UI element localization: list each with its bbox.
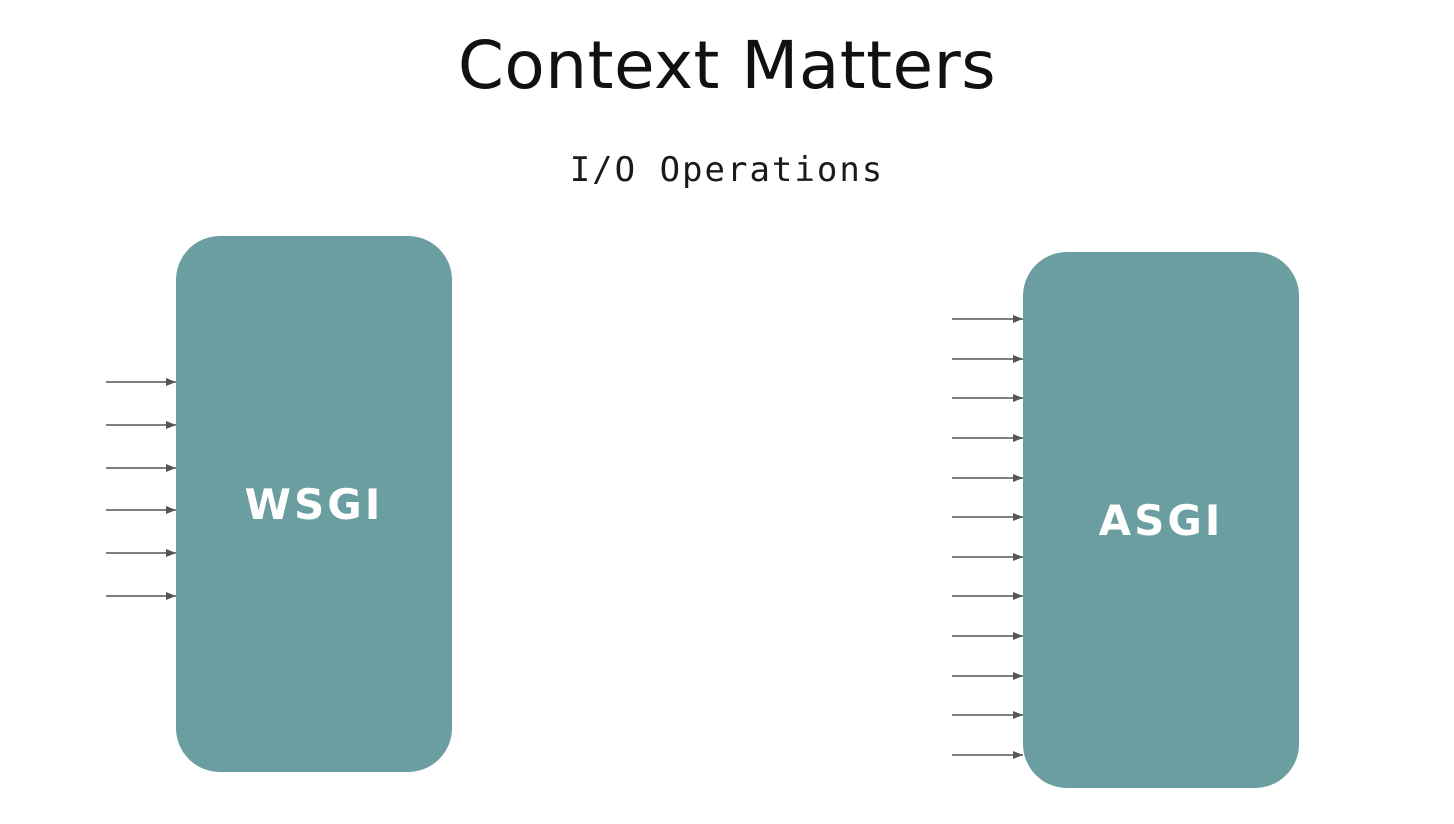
asgi-label: ASGI (1098, 495, 1224, 545)
wsgi-box: WSGI (176, 236, 452, 772)
slide-subtitle: I/O Operations (569, 150, 885, 190)
slide-title: Context Matters (457, 27, 997, 104)
wsgi-label: WSGI (244, 479, 384, 529)
asgi-box: ASGI (1023, 252, 1299, 788)
wsgi-arrows (106, 378, 176, 600)
asgi-arrows (952, 315, 1023, 759)
